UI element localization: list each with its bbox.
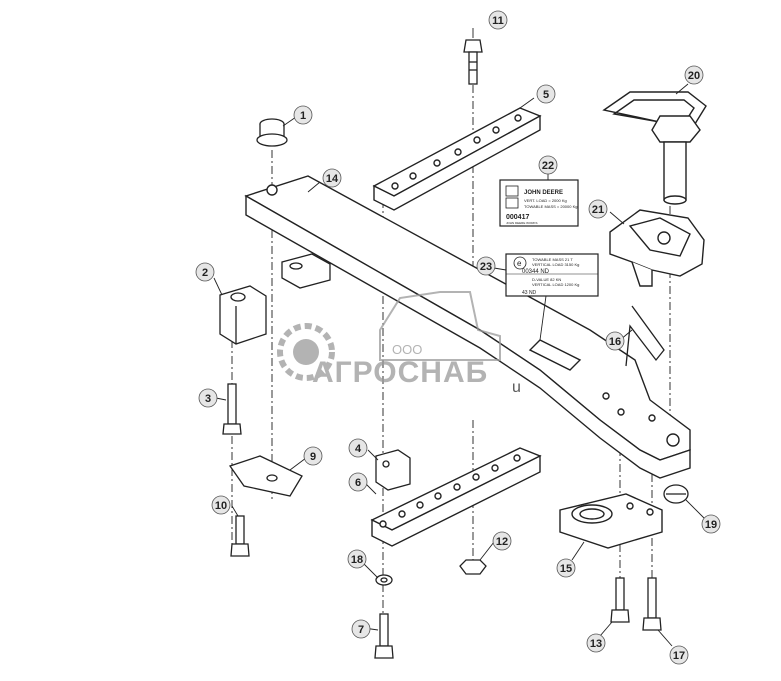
callout-6: 6 <box>348 472 368 492</box>
block-4 <box>375 449 411 491</box>
callout-number: 6 <box>355 477 361 489</box>
callout-number: 5 <box>543 89 549 101</box>
plate-6 <box>370 447 542 547</box>
callout-number: 7 <box>358 624 364 636</box>
callout-5: 5 <box>536 84 556 104</box>
callout-2: 2 <box>195 262 215 282</box>
callout-15: 15 <box>556 558 576 578</box>
callout-19: 19 <box>701 514 721 534</box>
decal-22-code: 000417 <box>506 214 529 221</box>
callout-18: 18 <box>347 549 367 569</box>
callout-number: 22 <box>542 160 554 172</box>
watermark: ООО АГРОСНАБ u <box>277 291 521 396</box>
callout-number: 11 <box>492 15 504 27</box>
disc-19 <box>663 484 689 504</box>
decal-23-row1: TOWABLE MASS 21 T <box>532 257 573 262</box>
callout-number: 12 <box>496 536 508 548</box>
callout-number: 17 <box>673 650 685 662</box>
block-2 <box>219 285 267 345</box>
decal-23-code2: 43 ND <box>522 290 537 296</box>
decal-23-row3: D-VALUE 82 KN <box>532 277 561 282</box>
bolt-3 <box>222 383 242 435</box>
watermark-suffix: u <box>512 379 521 396</box>
hitch-body-21 <box>609 209 705 287</box>
callout-3: 3 <box>198 388 218 408</box>
callout-23: 23 <box>476 256 496 276</box>
decal-22-line2: TOWABLE MASS = 20000 Kg <box>524 204 577 209</box>
drawbar-14 <box>244 175 691 479</box>
bolt-13 <box>610 577 630 623</box>
callout-number: 18 <box>351 554 363 566</box>
decal-22-line1: VERT. LOAD = 2000 Kg <box>524 198 567 203</box>
spacer-block <box>281 253 331 289</box>
bolt-10 <box>230 515 250 557</box>
hitch-eye-15 <box>559 493 663 549</box>
callout-14: 14 <box>322 168 342 188</box>
callout-number: 1 <box>300 110 306 122</box>
callout-1: 1 <box>293 105 313 125</box>
callout-17: 17 <box>669 645 689 665</box>
watermark-prefix: ООО <box>392 342 422 357</box>
callout-4: 4 <box>348 438 368 458</box>
callout-20: 20 <box>684 65 704 85</box>
bolt-17 <box>642 577 662 631</box>
callout-21: 21 <box>588 199 608 219</box>
callout-number: 4 <box>355 443 362 455</box>
decal-23-row4: VERTICAL LOAD 1200 Kg <box>532 282 579 287</box>
decal-22: JOHN DEERE VERT. LOAD = 2000 Kg TOWABLE … <box>499 179 579 227</box>
callout-13: 13 <box>586 633 606 653</box>
bolt-11 <box>463 39 483 85</box>
callout-number: 19 <box>705 519 717 531</box>
callout-7: 7 <box>351 619 371 639</box>
callout-number: 13 <box>590 638 602 650</box>
bolt-7 <box>374 613 394 659</box>
clip-16 <box>625 305 665 367</box>
bush-1 <box>256 118 288 147</box>
callout-number: 3 <box>205 393 211 405</box>
callout-11: 11 <box>488 10 508 30</box>
callout-number: 23 <box>480 261 492 273</box>
callout-number: 20 <box>688 70 700 82</box>
pin-20 <box>602 91 707 205</box>
callout-number: 2 <box>202 267 208 279</box>
decal-23: e TOWABLE MASS 21 T VERTICAL LOAD 3150 K… <box>505 253 599 297</box>
callout-number: 10 <box>215 500 227 512</box>
leader-lines <box>213 28 705 647</box>
decal-23-row2: VERTICAL LOAD 3150 Kg <box>532 262 579 267</box>
callout-10: 10 <box>211 495 231 515</box>
decal-23-mark: e <box>517 259 522 268</box>
decal-22-footer: JOHN DEERE WORKS <box>506 221 538 225</box>
plate-9 <box>228 455 303 497</box>
decal-23-code1: 00344 ND <box>522 269 550 275</box>
callout-number: 14 <box>326 173 339 185</box>
plate-5 <box>372 107 542 211</box>
callout-number: 16 <box>609 336 621 348</box>
watermark-name: АГРОСНАБ <box>312 356 488 389</box>
nut-12 <box>459 559 487 575</box>
callout-12: 12 <box>492 531 512 551</box>
callout-number: 9 <box>310 451 316 463</box>
washer-18 <box>375 574 393 586</box>
callout-9: 9 <box>303 446 323 466</box>
decal-22-brand: JOHN DEERE <box>524 190 563 196</box>
callout-16: 16 <box>605 331 625 351</box>
callout-number: 21 <box>592 204 604 216</box>
callout-number: 15 <box>560 563 572 575</box>
callout-22: 22 <box>538 155 558 175</box>
